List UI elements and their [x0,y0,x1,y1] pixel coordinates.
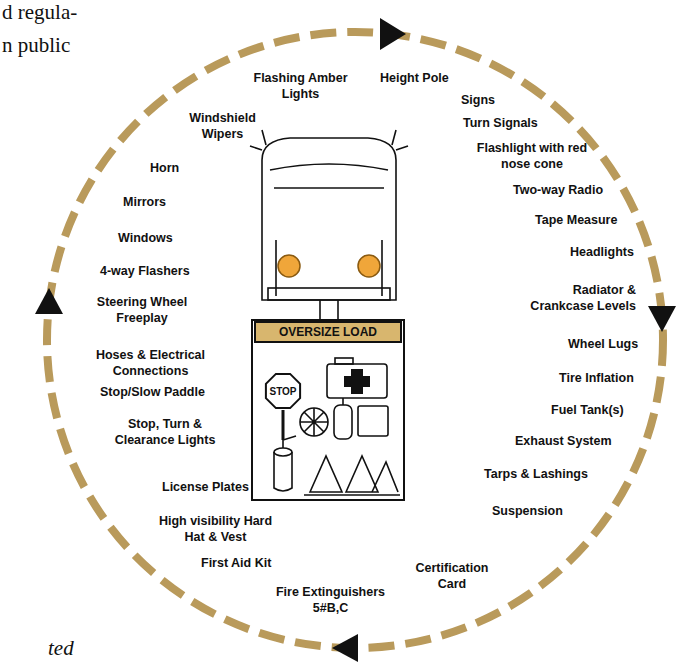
checklist-label: Height Pole [380,70,449,86]
stop-paddle-sign: STOP [263,371,303,411]
checklist-label: Suspension [492,503,563,519]
checklist-label: Hoses & Electrical Connections [83,347,218,379]
dashed-ring [47,32,663,648]
direction-arrow [380,18,406,50]
direction-arrow [332,634,358,662]
checklist-label: Tape Measure [535,212,617,228]
checklist-label: First Aid Kit [201,555,271,571]
sign-shape [255,322,401,342]
checklist-label: Fire Extinguishers 5#B,C [263,584,398,616]
checklist-label: Headlights [570,244,634,260]
checklist-label: Tire Inflation [559,370,634,386]
sign-shape [266,374,300,408]
page-text-fragment: n public [2,33,70,57]
headlight [278,255,300,277]
checklist-label: Mirrors [123,194,166,210]
checklist-label: High visibility Hard Hat & Vest [158,513,273,545]
checklist-label: Stop, Turn & Clearance Lights [105,416,225,448]
direction-arrow [35,288,63,314]
sign-text: OVERSIZE LOAD [279,325,377,340]
page-text-fragment: ted [48,636,74,660]
checklist-label: Stop/Slow Paddle [100,384,205,400]
checklist-label: Fuel Tank(s) [551,402,624,418]
oversize-load-sign: OVERSIZE LOAD [254,321,402,343]
direction-arrow [648,306,676,332]
checklist-label: Flashlight with red nose cone [472,140,592,172]
checklist-label: Steering Wheel Freeplay [87,294,197,326]
checklist-label: Wheel Lugs [568,336,638,352]
checklist-label: Exhaust System [515,433,612,449]
headlight [358,255,380,277]
checklist-label: Windshield Wipers [180,110,265,142]
checklist-label: Windows [118,230,173,246]
checklist-label: Horn [150,160,179,176]
checklist-label: Certification Card [402,560,502,592]
vehicle-drawing [250,130,408,500]
checklist-label: Turn Signals [463,115,538,131]
checklist-label: 4-way Flashers [100,263,190,279]
checklist-label: Flashing Amber Lights [253,70,348,102]
checklist-label: Signs [461,92,495,108]
checklist-label: License Plates [162,479,249,495]
page-text-fragment: d regula- [2,0,77,24]
checklist-label: Radiator & Crankcase Levels [511,282,636,314]
first-aid-cross [344,369,370,394]
checklist-label: Tarps & Lashings [484,466,588,482]
sign-text: STOP [269,385,296,398]
checklist-label: Two-way Radio [513,182,603,198]
